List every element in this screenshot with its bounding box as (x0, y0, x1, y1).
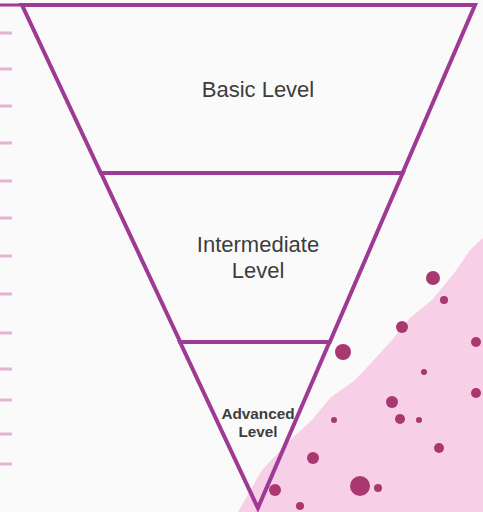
level-label: Intermediate Level (183, 232, 333, 285)
band-outline (101, 173, 403, 342)
pyramid-band: Basic Level (22, 5, 475, 173)
top-rule (0, 4, 22, 7)
left-ticks (0, 33, 12, 464)
band-shape (101, 173, 403, 342)
level-label: Basic Level (202, 77, 315, 103)
pyramid-band: Intermediate Level (101, 173, 403, 342)
pink-dots (269, 271, 481, 510)
band-shape (180, 342, 329, 508)
band-shape (22, 5, 475, 173)
pyramid-band: Advanced Level (180, 342, 329, 508)
level-label: Advanced Level (213, 405, 303, 442)
